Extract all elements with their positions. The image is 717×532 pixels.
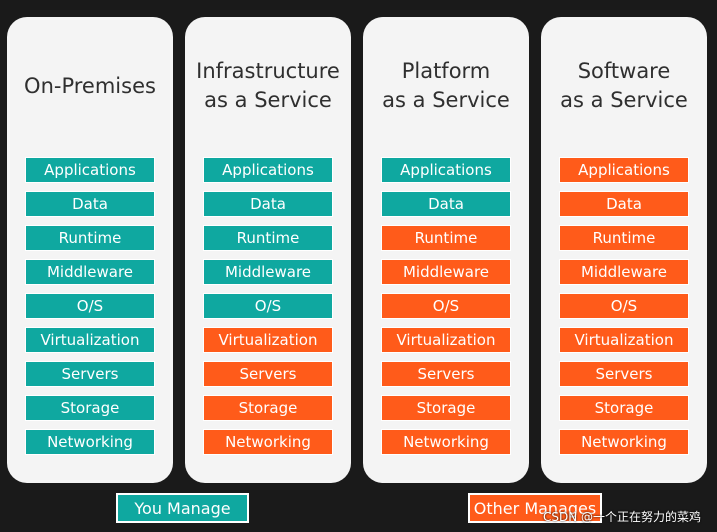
stack-layer-storage: Storage (25, 395, 155, 421)
stack-layer-servers: Servers (203, 361, 333, 387)
service-model-title: Platform as a Service (382, 59, 510, 112)
stack-layer-storage: Storage (381, 395, 511, 421)
stack-layer-networking: Networking (559, 429, 689, 455)
stack-layer-data: Data (203, 191, 333, 217)
stack-layer-os: O/S (25, 293, 155, 319)
stack-layer-runtime: Runtime (381, 225, 511, 251)
stack-layer-servers: Servers (381, 361, 511, 387)
stack-layer-runtime: Runtime (203, 225, 333, 251)
stack-layer-os: O/S (381, 293, 511, 319)
legend-you-manage: You Manage (116, 493, 249, 523)
stack-layer-middleware: Middleware (381, 259, 511, 285)
stack-layer-applications: Applications (25, 157, 155, 183)
stack-layer-virtualization: Virtualization (203, 327, 333, 353)
stack-layer-applications: Applications (381, 157, 511, 183)
stack-layer-middleware: Middleware (559, 259, 689, 285)
stack-layer-storage: Storage (203, 395, 333, 421)
service-model-title: Infrastructure as a Service (196, 59, 340, 112)
legend-other-manages: Other Manages (468, 493, 602, 523)
service-model-title: Software as a Service (560, 59, 688, 112)
stack-layer-servers: Servers (559, 361, 689, 387)
stack-layer-storage: Storage (559, 395, 689, 421)
stack-layer-networking: Networking (381, 429, 511, 455)
stack-layer-virtualization: Virtualization (559, 327, 689, 353)
stack-layer-data: Data (25, 191, 155, 217)
stack-layer-data: Data (559, 191, 689, 217)
stack-layer-os: O/S (203, 293, 333, 319)
stack-layer-applications: Applications (559, 157, 689, 183)
stack-layer-middleware: Middleware (25, 259, 155, 285)
stack-layer-os: O/S (559, 293, 689, 319)
stack-layer-networking: Networking (203, 429, 333, 455)
stack-layer-virtualization: Virtualization (381, 327, 511, 353)
stack-layer-runtime: Runtime (559, 225, 689, 251)
stack-layer-networking: Networking (25, 429, 155, 455)
stack-layer-virtualization: Virtualization (25, 327, 155, 353)
stack-layer-middleware: Middleware (203, 259, 333, 285)
stack-layer-data: Data (381, 191, 511, 217)
watermark-text: CSDN @一个正在努力的菜鸡 (542, 510, 701, 524)
stack-layer-applications: Applications (203, 157, 333, 183)
service-model-title: On-Premises (24, 73, 156, 98)
stack-layer-servers: Servers (25, 361, 155, 387)
stack-layer-runtime: Runtime (25, 225, 155, 251)
